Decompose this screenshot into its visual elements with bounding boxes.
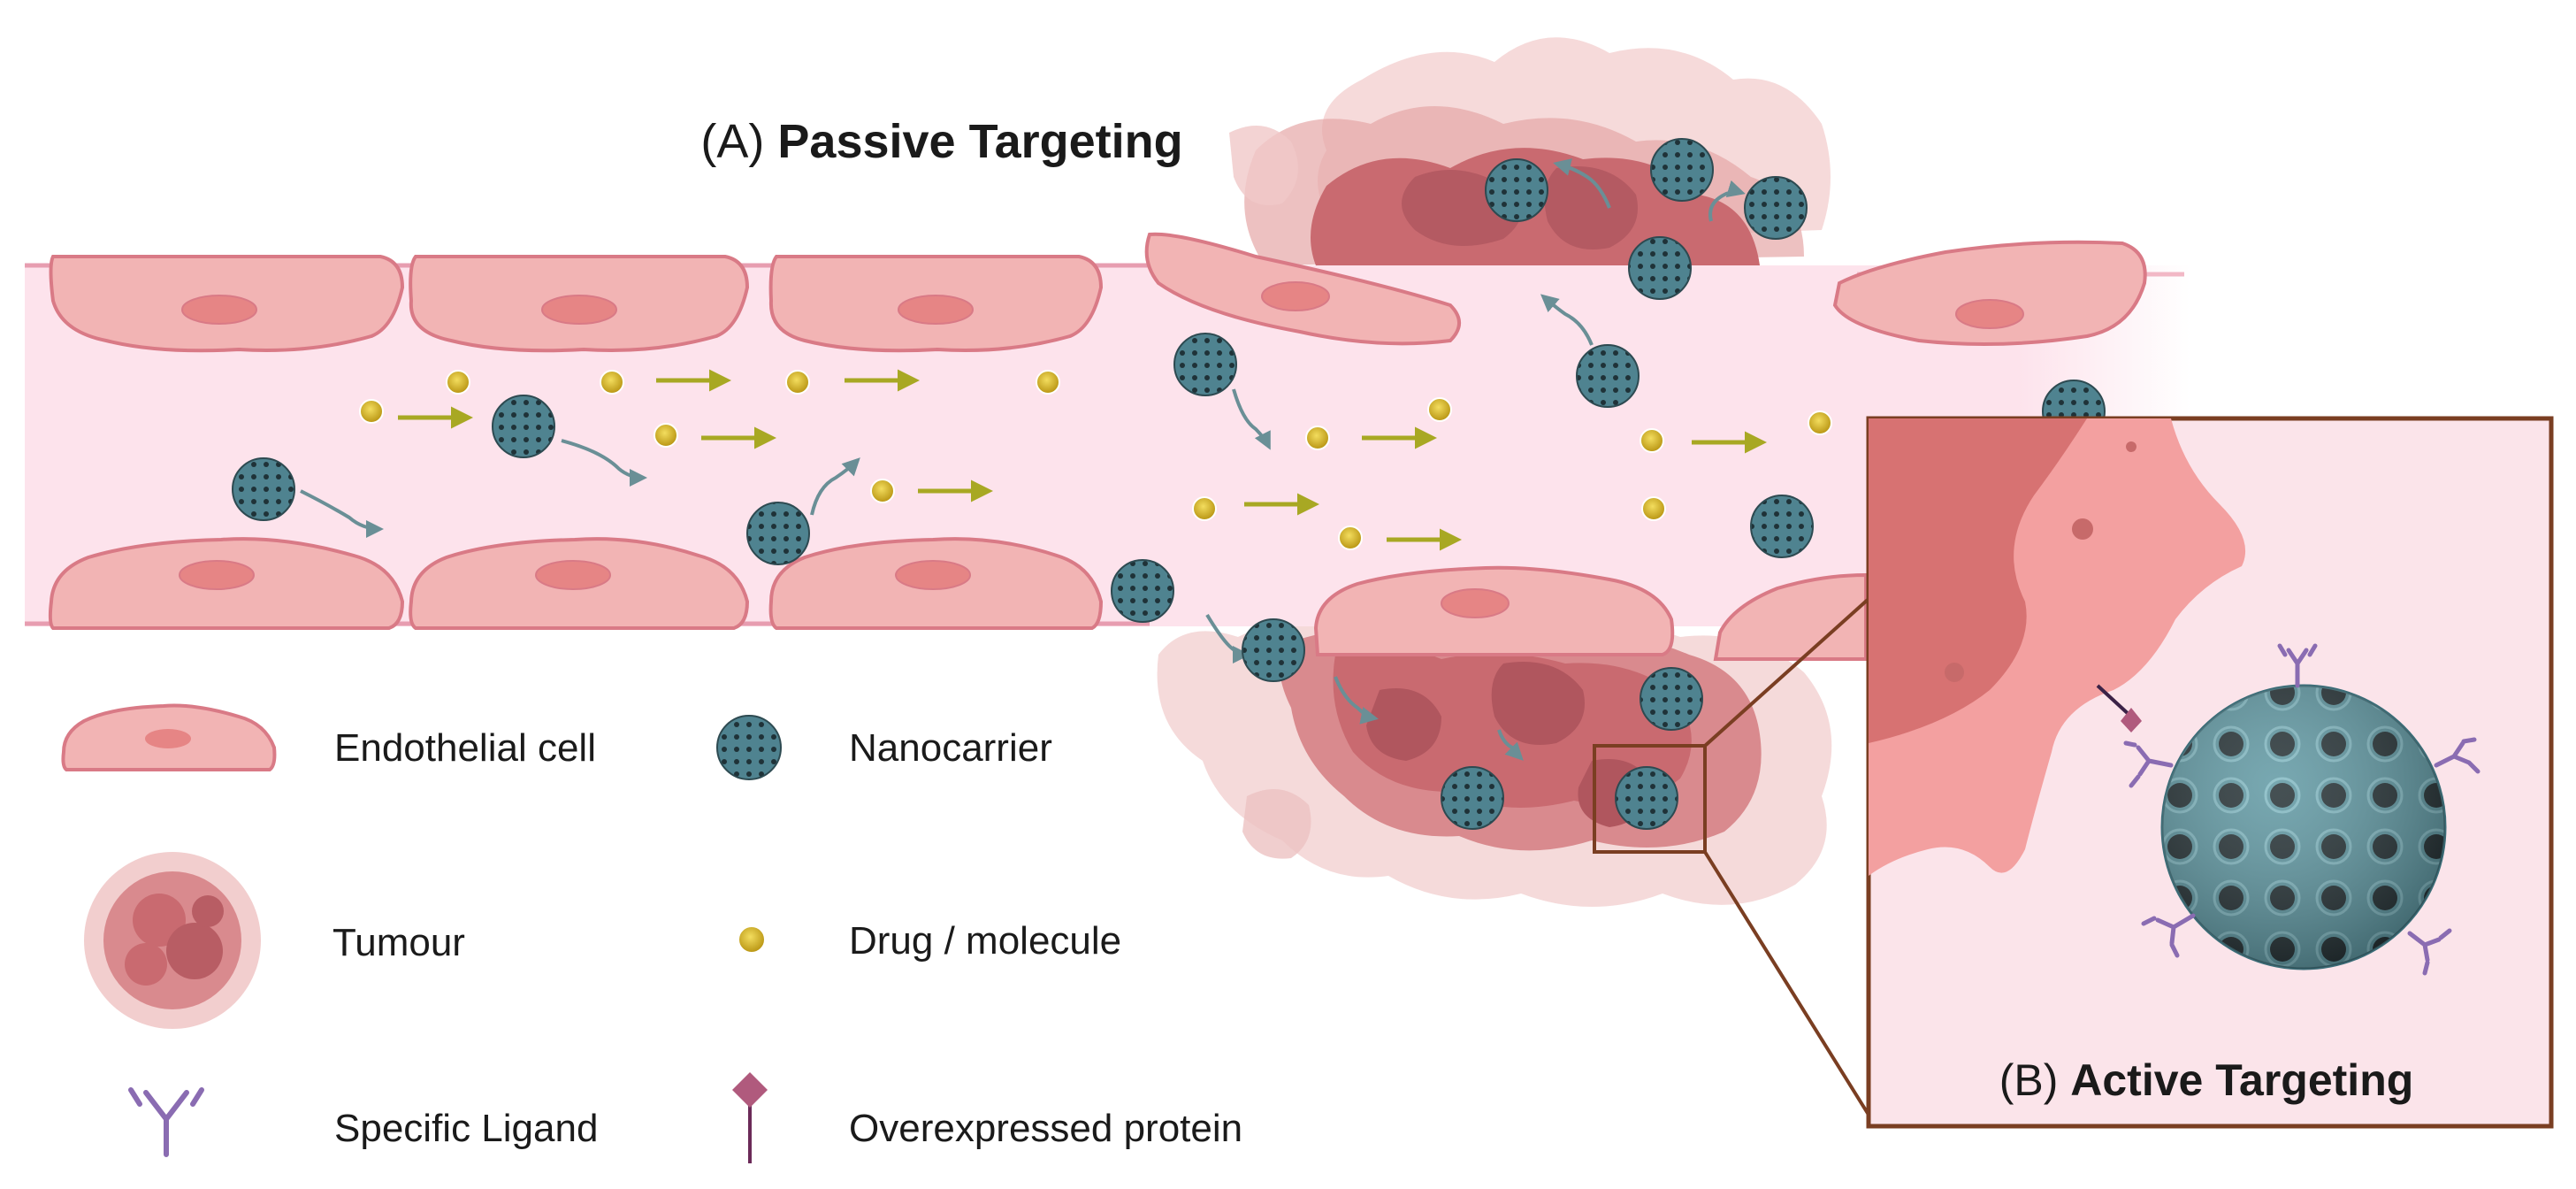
drug-molecules [359, 370, 1832, 550]
legend-drug-label: Drug / molecule [849, 919, 1121, 963]
zoom-connector-top [1703, 597, 1870, 748]
active-targeting-inset: (B) Active Targeting [1866, 416, 2554, 1129]
endothelial-cells-top [49, 232, 2147, 353]
legend-drug-icon [738, 925, 766, 954]
legend-nanocarrier-icon [716, 715, 782, 780]
specific-ligands-inset [2123, 643, 2480, 976]
legend-tumour-label: Tumour [333, 921, 465, 964]
legend-protein-label: Overexpressed protein [849, 1107, 1242, 1150]
legend-nanocarrier-label: Nanocarrier [849, 726, 1052, 770]
legend: Endothelial cell Nanocarrier Tumour Drug… [61, 703, 1242, 1163]
legend-protein-icon [732, 1072, 768, 1163]
active-targeting-title: (B) Active Targeting [1999, 1055, 2414, 1105]
tumour-mass-top [1229, 37, 1831, 270]
nanocarriers [232, 138, 2106, 830]
large-nanocarrier [2160, 684, 2447, 970]
overexpressed-protein-inset [2096, 684, 2142, 733]
drug-flow-arrows [398, 369, 1767, 551]
endothelial-cells-bottom [48, 537, 1868, 661]
legend-endothelial-icon [61, 703, 277, 771]
legend-tumour-icon [84, 852, 261, 1029]
legend-ligand-label: Specific Ligand [334, 1107, 598, 1150]
zoom-connector-bottom [1703, 850, 1870, 1116]
passive-targeting-title: (A) Passive Targeting [700, 115, 1182, 168]
legend-ligand-icon [128, 1087, 204, 1157]
nanocarrier-path-arrows [300, 158, 1746, 761]
zoom-region-box [1593, 744, 1707, 854]
legend-endothelial-label: Endothelial cell [334, 726, 596, 770]
